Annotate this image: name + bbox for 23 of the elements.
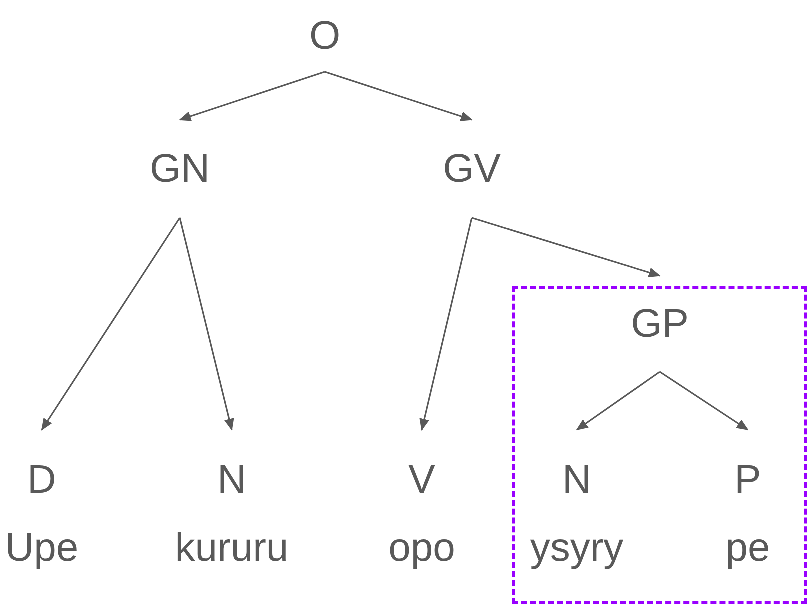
category-label: GN	[150, 146, 210, 193]
category-label: D	[28, 457, 56, 504]
category-label: GP	[631, 301, 689, 348]
arrow	[179, 218, 234, 431]
category-label: GV	[443, 146, 501, 193]
arrow	[472, 217, 661, 278]
arrow	[576, 371, 660, 431]
word-label: Upe	[5, 525, 79, 572]
category-label: N	[218, 457, 246, 504]
word-label: ysyry	[530, 525, 624, 572]
arrow	[179, 71, 326, 122]
word-label: pe	[726, 525, 770, 572]
arrow	[660, 371, 749, 431]
arrow	[324, 71, 473, 122]
dashed-group-box	[512, 286, 807, 604]
category-label: V	[408, 457, 436, 504]
category-label: N	[562, 457, 592, 504]
arrow	[420, 218, 473, 431]
arrow	[41, 218, 181, 431]
category-label: O	[309, 13, 341, 60]
word-label: opo	[388, 525, 456, 572]
category-label: P	[734, 457, 762, 504]
word-label: kururu	[175, 525, 289, 572]
